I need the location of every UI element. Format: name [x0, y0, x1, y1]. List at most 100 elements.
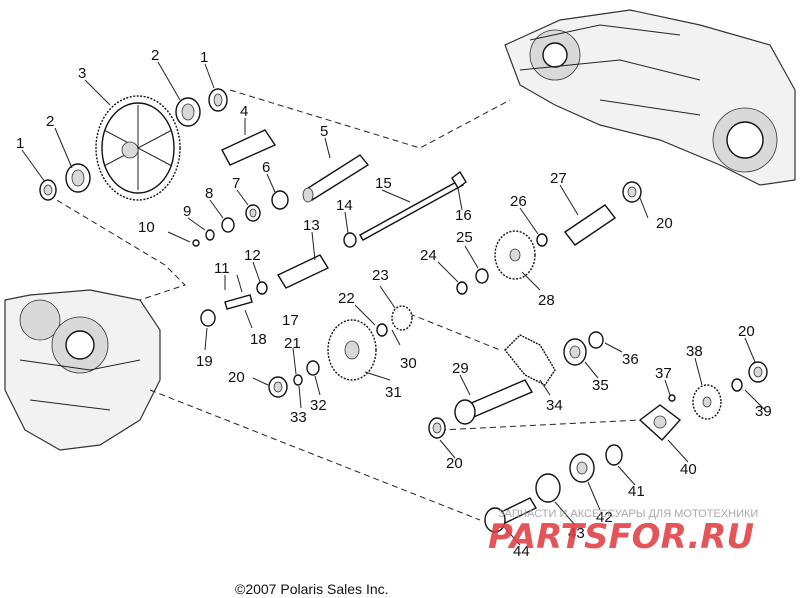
watermark-logo: PARTSFOR.RU	[488, 517, 754, 557]
bearing-part-20-b	[622, 181, 642, 203]
ring-part-12	[256, 281, 268, 295]
gear-part-23	[391, 305, 413, 331]
part-label: 6	[262, 159, 270, 176]
transmission-case-upper	[504, 9, 796, 186]
part-label: 27	[550, 170, 567, 187]
part-label: 32	[310, 397, 327, 414]
part-label: 24	[420, 247, 437, 264]
collar-part-6	[271, 190, 289, 210]
part-label: 3	[78, 65, 86, 82]
assembly-guide-lines	[39, 89, 641, 521]
part-label: 11	[214, 260, 230, 277]
detent-assembly-part-11	[224, 294, 253, 310]
bearing-part-20-c	[428, 417, 446, 439]
gear-part-28	[494, 230, 536, 280]
part-label: 10	[138, 219, 155, 236]
part-label: 21	[284, 335, 301, 352]
part-label: 29	[452, 360, 469, 377]
nut-part-7	[245, 204, 261, 222]
part-label: 42	[596, 509, 613, 526]
part-label: 40	[680, 461, 697, 478]
part-label: 43	[568, 525, 585, 542]
pin-part-37	[668, 394, 676, 402]
bearing-part-20-d	[748, 361, 768, 383]
part-label: 1	[200, 49, 208, 66]
output-shaft-part-44	[484, 497, 537, 533]
bearing-part-42	[569, 453, 595, 483]
part-label: 44	[513, 543, 530, 560]
bearing-part-20-a	[268, 376, 288, 398]
washer-part-9	[205, 229, 215, 241]
shift-drum-part-5	[302, 154, 370, 203]
bearing-part-2-left	[65, 163, 91, 193]
part-label: 20	[656, 215, 673, 232]
washer-part-26	[536, 233, 548, 247]
part-label: 7	[232, 175, 240, 192]
part-label: 20	[228, 369, 245, 386]
copyright-notice: ©2007 Polaris Sales Inc.	[235, 581, 389, 597]
bearing-part-14	[343, 232, 357, 248]
part-label: 2	[46, 113, 54, 130]
part-label: 26	[510, 193, 527, 210]
part-label: 22	[338, 290, 355, 307]
gear-part-38	[692, 384, 722, 420]
washer-part-24	[456, 281, 468, 295]
part-label: 36	[622, 351, 639, 368]
watermark: ЗАПЧАСТИ И АКСЕССУАРЫ ДЛЯ МОТОТЕХНИКИ PA…	[488, 508, 758, 557]
part-labels: 1 2 3 2 1 4 5 6 7 8 9 10 11 12 13 14 15 …	[16, 47, 772, 560]
part-label: 35	[592, 377, 609, 394]
bearing-part-35	[563, 338, 587, 366]
leader-lines	[21, 61, 766, 546]
large-gear-part-3	[95, 95, 181, 201]
part-label: 19	[196, 353, 213, 370]
part-label: 23	[372, 267, 389, 284]
washer-part-8	[221, 217, 235, 233]
transmission-case-lower	[4, 289, 161, 451]
washer-part-1-left	[39, 179, 57, 201]
part-label: 18	[250, 331, 267, 348]
part-label: 13	[303, 217, 320, 234]
part-label: 15	[375, 175, 392, 192]
washer-part-39	[731, 378, 743, 392]
part-label: 25	[456, 229, 473, 246]
part-label: 16	[455, 207, 472, 224]
part-label: 31	[385, 384, 402, 401]
bearing-part-2-right	[175, 97, 201, 127]
chain-part-34	[504, 334, 556, 386]
washer-part-1-right	[208, 88, 228, 112]
part-label: 41	[628, 483, 645, 500]
part-label: 39	[755, 403, 772, 420]
shaft-part-29	[453, 379, 534, 425]
part-label: 12	[244, 247, 261, 264]
washer-part-33	[293, 374, 303, 386]
part-label: 14	[336, 197, 353, 214]
part-label: 20	[446, 455, 463, 472]
part-label: 38	[686, 343, 703, 360]
cover-plate-part-40	[638, 404, 682, 441]
part-label: 9	[183, 203, 191, 220]
part-label: 28	[538, 292, 555, 309]
shaft-part-27	[563, 204, 617, 246]
part-label: 17	[282, 312, 299, 329]
part-label: 1	[16, 135, 24, 152]
part-label: 5	[320, 123, 328, 140]
washer-part-25	[475, 268, 489, 284]
clip-part-16	[451, 170, 467, 190]
o-ring-part-43	[535, 473, 561, 503]
washer-part-32	[306, 360, 320, 376]
gear-part-31	[327, 319, 377, 381]
part-label: 37	[655, 365, 672, 382]
o-ring-part-41	[605, 444, 623, 466]
shift-fork-part-4	[221, 129, 277, 166]
spring-part-19	[200, 309, 216, 327]
bearing-part-22	[376, 323, 388, 337]
watermark-tagline: ЗАПЧАСТИ И АКСЕССУАРЫ ДЛЯ МОТОТЕХНИКИ	[498, 508, 758, 520]
part-label: 33	[290, 409, 307, 426]
gear-selector-part-13	[276, 254, 330, 289]
part-label: 34	[546, 397, 563, 414]
part-label: 30	[400, 355, 417, 372]
pin-part-10	[192, 239, 200, 247]
part-label: 20	[738, 323, 755, 340]
seal-part-36	[588, 331, 604, 349]
